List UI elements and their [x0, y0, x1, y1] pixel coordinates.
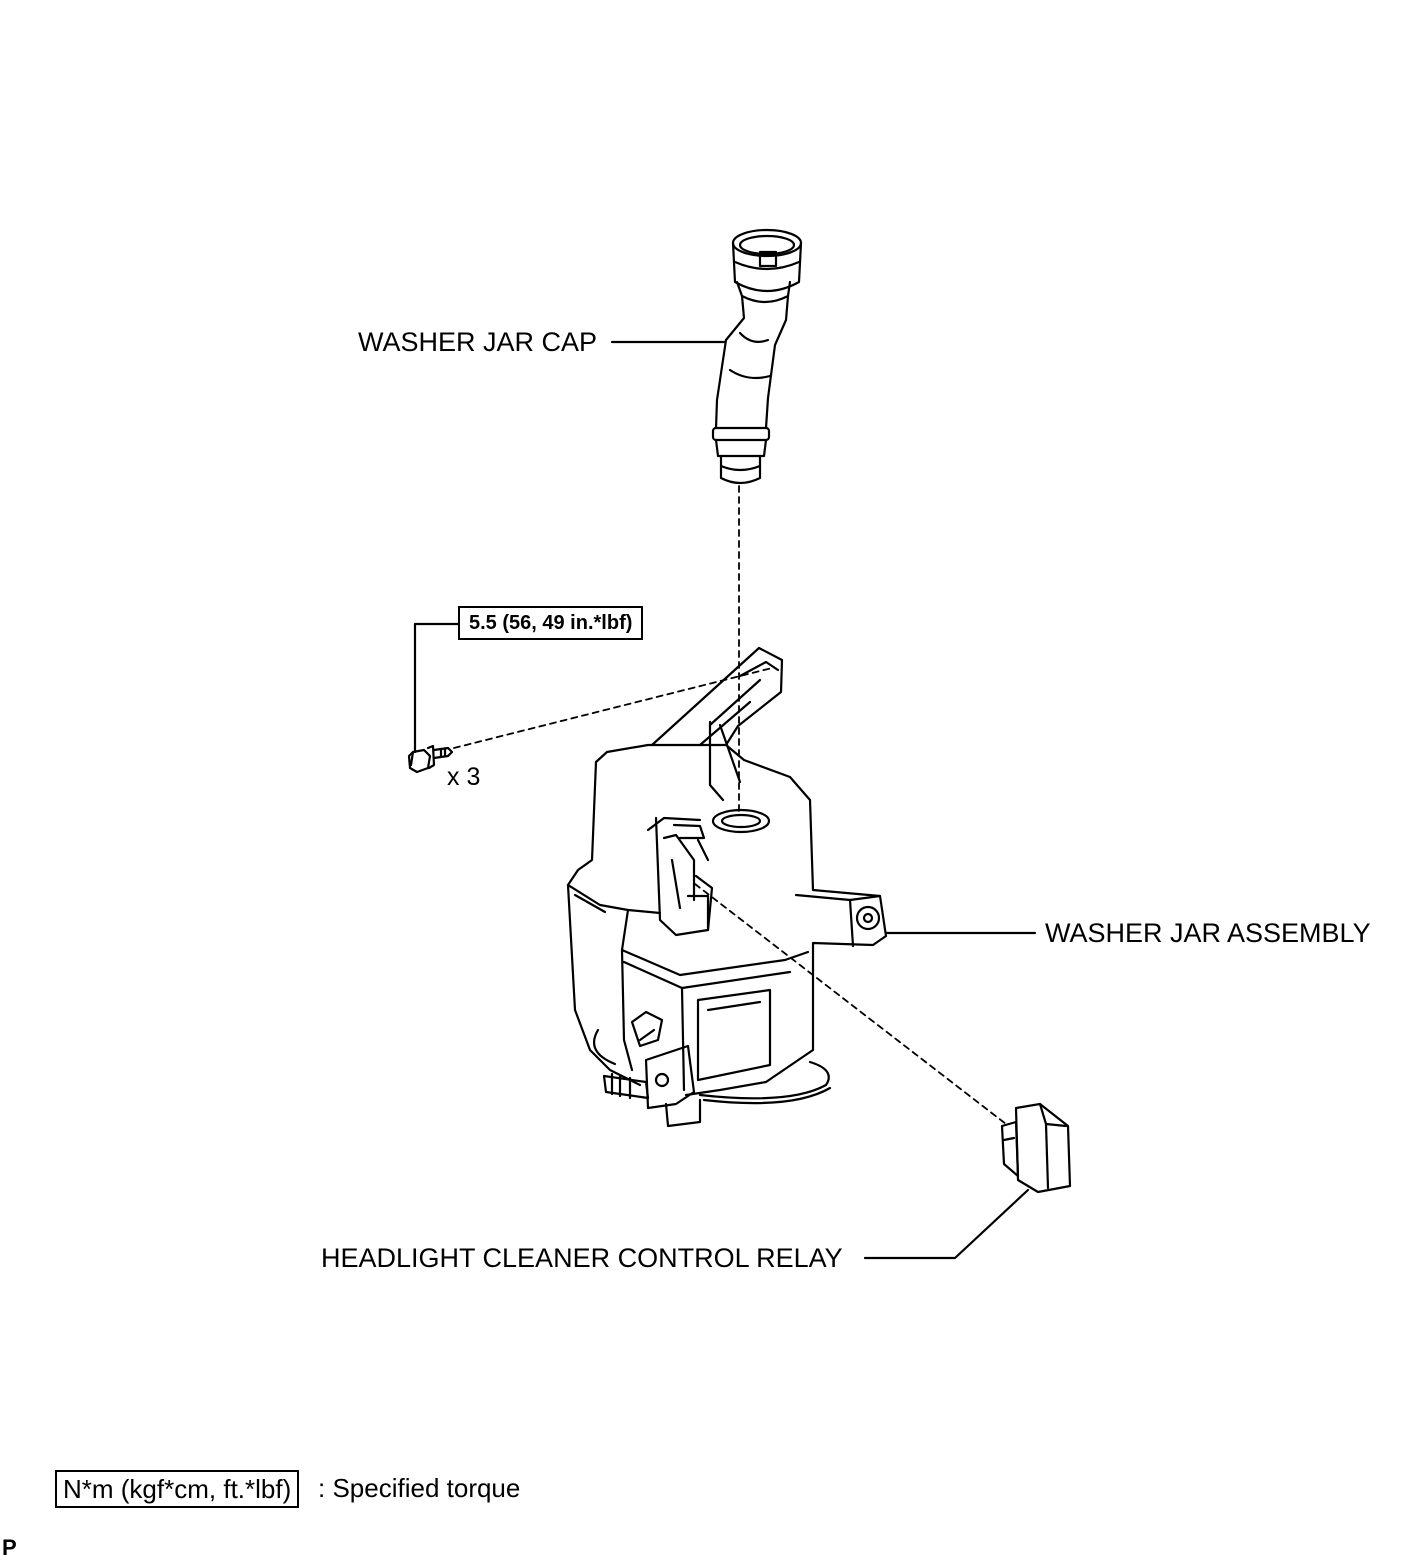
torque-unit-legend-box: N*m (kgf*cm, ft.*lbf)	[55, 1470, 300, 1508]
torque-spec-box: 5.5 (56, 49 in.*lbf)	[458, 606, 644, 640]
washer-jar-cap-label: WASHER JAR CAP	[358, 327, 598, 357]
headlight-cleaner-control-relay-label: HEADLIGHT CLEANER CONTROL RELAY	[321, 1243, 843, 1273]
torque-legend-description: : Specified torque	[318, 1473, 521, 1503]
relay-leader	[863, 1188, 1030, 1260]
washer-jar-assembly-label: WASHER JAR ASSEMBLY	[1045, 918, 1371, 948]
washer-jar-assembly-part	[566, 646, 888, 1128]
corner-mark: P	[2, 1535, 17, 1560]
headlight-cleaner-control-relay-part	[1000, 1102, 1072, 1194]
torque-leader	[413, 622, 462, 754]
bolt-quantity-label: x 3	[447, 763, 481, 791]
assembly-dashed-lines	[453, 485, 1007, 1125]
washer-jar-cap-part	[711, 228, 803, 485]
